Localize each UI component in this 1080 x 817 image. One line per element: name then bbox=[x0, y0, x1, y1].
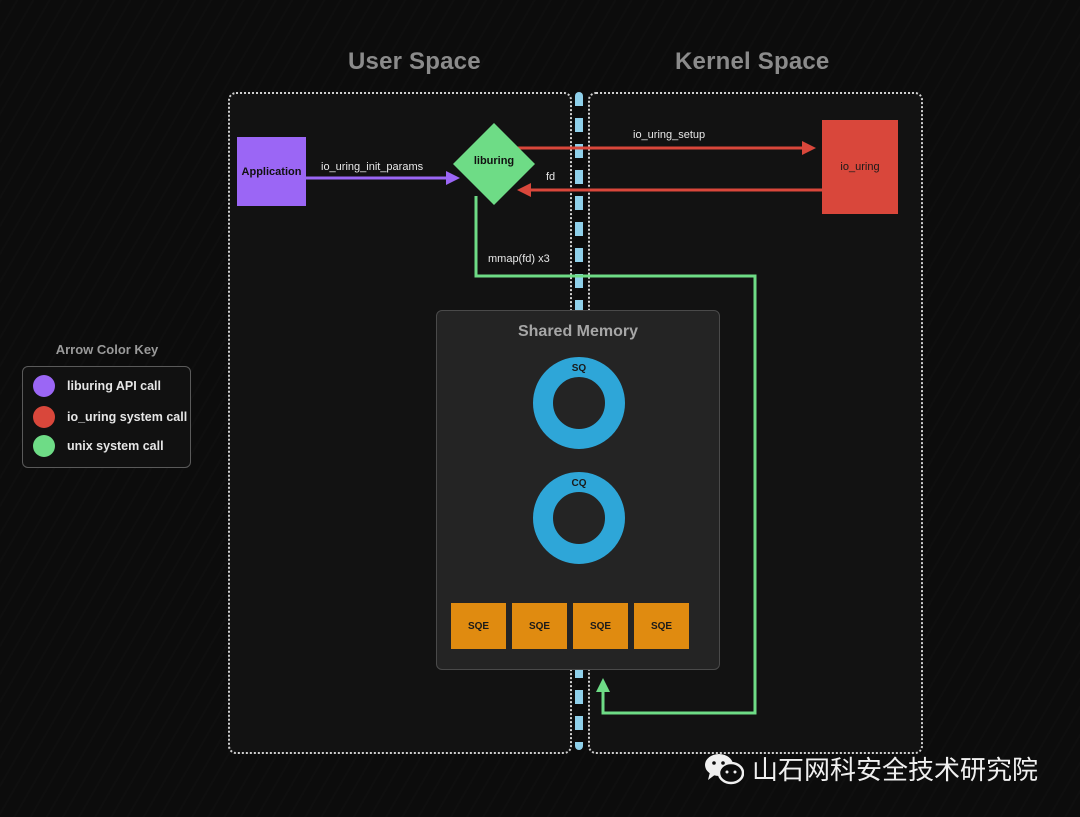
fd-label: fd bbox=[546, 171, 556, 183]
setup-label: io_uring_setup bbox=[633, 129, 706, 141]
sqe-entry: SQE bbox=[512, 603, 567, 649]
init-params-arrowhead bbox=[446, 171, 460, 185]
wechat-icon bbox=[705, 753, 744, 784]
purple-dot-icon bbox=[33, 375, 55, 397]
red-dot-icon bbox=[33, 406, 55, 428]
mmap-label: mmap(fd) x3 bbox=[488, 253, 550, 265]
init-params-label: io_uring_init_params bbox=[321, 161, 424, 173]
shared-memory-title: Shared Memory bbox=[517, 323, 639, 340]
sq-label: SQ bbox=[571, 363, 587, 374]
setup-arrowhead bbox=[802, 141, 816, 155]
legend-title: Arrow Color Key bbox=[55, 342, 159, 357]
sqe-entry: SQE bbox=[634, 603, 689, 649]
arrow-color-key: liburing API call io_uring system call u… bbox=[22, 366, 191, 468]
mmap-arrowhead bbox=[596, 678, 610, 692]
io-uring-node: io_uring bbox=[822, 120, 898, 214]
liburing-label: liburing bbox=[473, 155, 515, 167]
cq-label: CQ bbox=[571, 478, 587, 489]
watermark: 山石网科安全技术研究院 bbox=[704, 750, 1038, 787]
legend-item-liburing: liburing API call bbox=[33, 375, 161, 397]
legend-item-unix: unix system call bbox=[33, 435, 164, 457]
sqe-array: SQE SQE SQE SQE bbox=[451, 603, 689, 649]
kernel-space-title: Kernel Space bbox=[675, 48, 830, 75]
fd-arrowhead bbox=[517, 183, 531, 197]
sq-ring: SQ bbox=[533, 357, 625, 449]
shared-memory-box: Shared Memory SQ CQ SQE SQE SQE SQE bbox=[436, 310, 720, 670]
green-dot-icon bbox=[33, 435, 55, 457]
legend-item-label: liburing API call bbox=[67, 379, 161, 393]
mmap-arrow bbox=[474, 196, 757, 715]
legend-item-label: unix system call bbox=[67, 439, 164, 453]
user-space-title: User Space bbox=[348, 48, 481, 75]
legend-item-label: io_uring system call bbox=[67, 410, 188, 424]
watermark-text: 山石网科安全技术研究院 bbox=[752, 756, 1039, 786]
sqe-entry: SQE bbox=[451, 603, 506, 649]
legend-item-io-uring: io_uring system call bbox=[33, 406, 187, 428]
cq-ring: CQ bbox=[533, 472, 625, 564]
application-node: Application bbox=[237, 137, 306, 206]
sqe-entry: SQE bbox=[573, 603, 628, 649]
